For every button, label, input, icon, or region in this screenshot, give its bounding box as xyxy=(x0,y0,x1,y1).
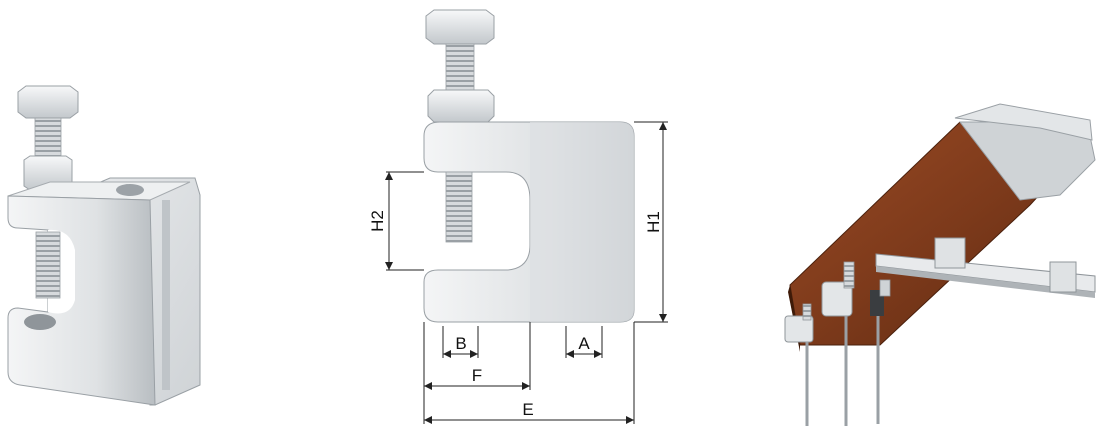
clamp-bottom-hole xyxy=(24,314,56,330)
clamp-body-front xyxy=(7,195,156,406)
dimension-label-e: E xyxy=(522,400,533,419)
bolt-head-left xyxy=(17,85,79,119)
hanging-clamp-1 xyxy=(821,261,855,426)
threaded-rod-lower-middle xyxy=(445,171,473,243)
clamp-side-slot xyxy=(162,200,170,390)
threaded-rod-upper-middle xyxy=(445,43,475,91)
clamp-3d-view xyxy=(7,85,201,406)
strut-clamp-1 xyxy=(934,237,966,269)
dimension-label-a: A xyxy=(578,334,590,353)
hanging-clamp-2 xyxy=(784,303,814,426)
dimension-label-h2: H2 xyxy=(368,210,387,232)
dimension-label-h1: H1 xyxy=(644,211,663,233)
dimension-arrows xyxy=(385,122,667,424)
nut-middle xyxy=(427,89,495,123)
ibeam-top-flange xyxy=(954,103,1093,141)
clamp-dimension-drawing: H1 H2 B A F E xyxy=(368,9,668,424)
bolt-head-middle xyxy=(425,9,495,45)
threaded-rod-upper-left xyxy=(34,117,62,161)
clamp-top-hole xyxy=(116,184,144,196)
threaded-rod-lower-left xyxy=(35,231,61,299)
strut-channel-side xyxy=(876,266,1095,298)
clamp-c-right-face xyxy=(530,122,634,322)
hanging-clamp-3 xyxy=(870,279,891,424)
dimension-label-b: B xyxy=(455,334,466,353)
installation-on-ibeam xyxy=(784,103,1096,426)
strut-clamp-2 xyxy=(1049,261,1077,293)
dimension-label-f: F xyxy=(472,366,482,385)
